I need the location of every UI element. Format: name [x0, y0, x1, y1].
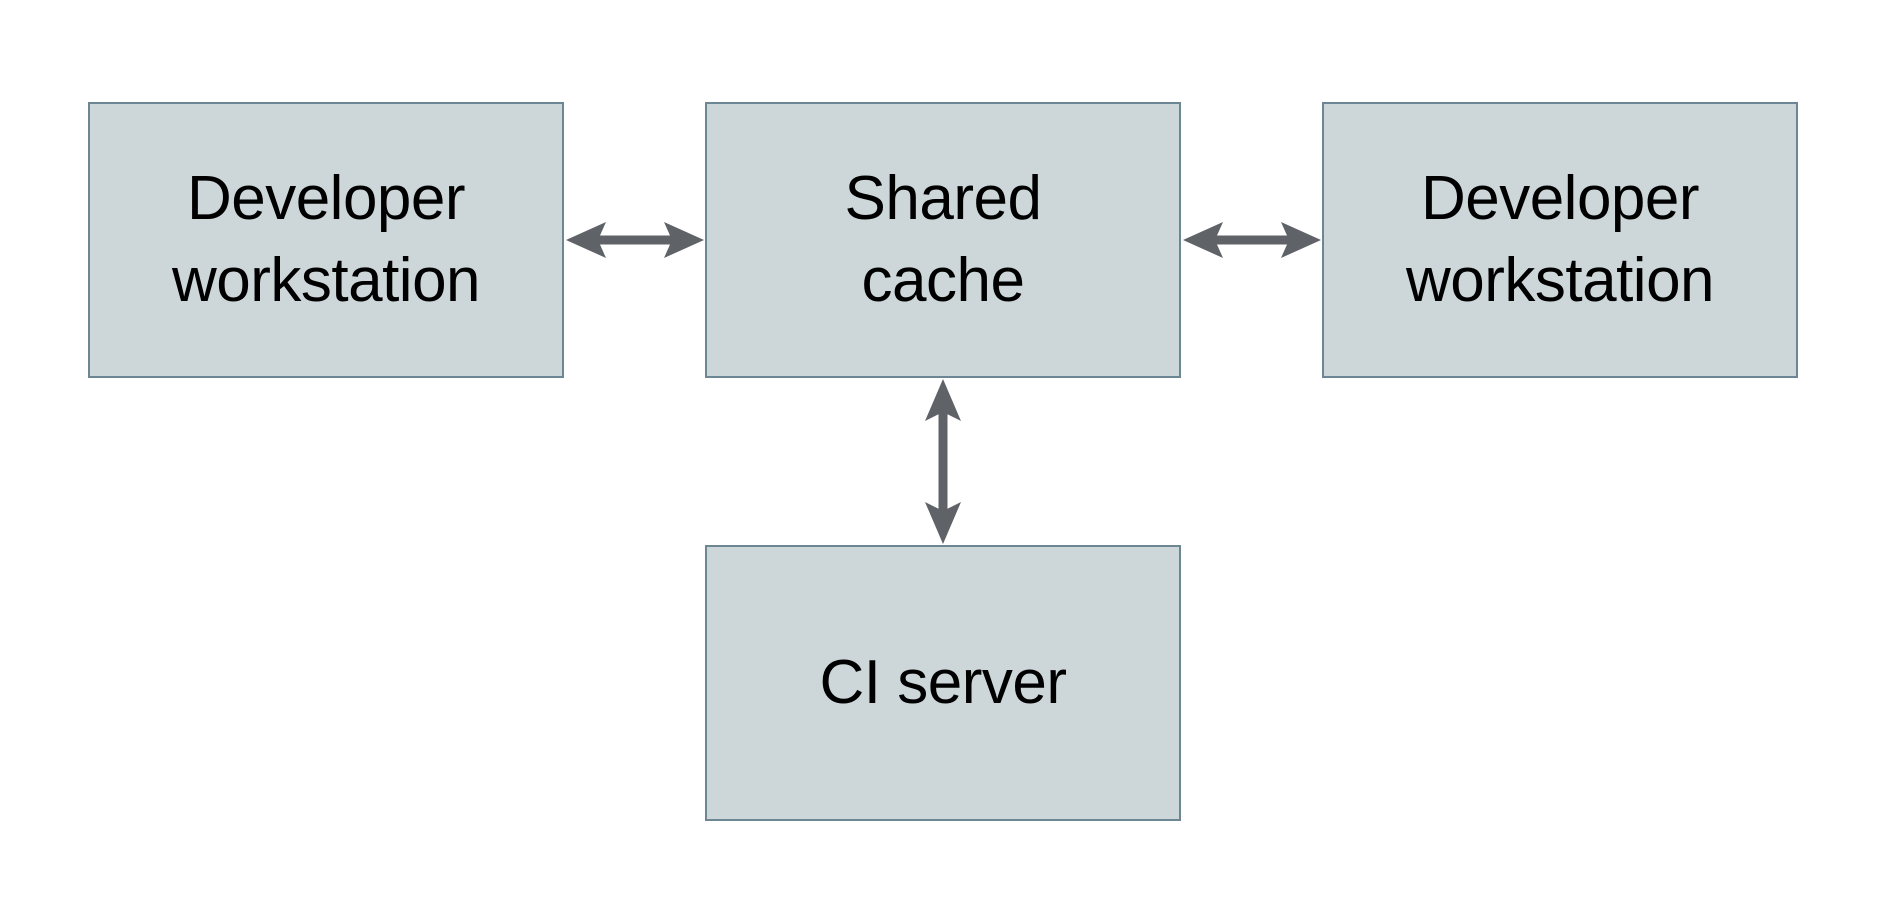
node-label: Developer workstation: [1405, 164, 1715, 315]
node-label: Developer workstation: [171, 164, 481, 315]
edge-shared-cache-right-workstation[interactable]: [1183, 222, 1321, 258]
node-ci-server[interactable]: CI server: [705, 545, 1181, 821]
arrowhead-left: [1183, 222, 1223, 258]
edge-left-workstation-shared-cache[interactable]: [566, 222, 704, 258]
arrowhead-down: [925, 502, 961, 544]
node-shared-cache[interactable]: Shared cache: [705, 102, 1181, 378]
arrowhead-right: [1281, 222, 1321, 258]
arrowhead-up: [925, 379, 961, 421]
arrowhead-left: [566, 222, 606, 258]
edge-shared-cache-ci-server[interactable]: [925, 379, 961, 544]
node-label: CI server: [819, 648, 1067, 718]
node-developer-workstation-right[interactable]: Developer workstation: [1322, 102, 1798, 378]
arrowhead-right: [664, 222, 704, 258]
node-developer-workstation-left[interactable]: Developer workstation: [88, 102, 564, 378]
node-label: Shared cache: [844, 164, 1042, 315]
